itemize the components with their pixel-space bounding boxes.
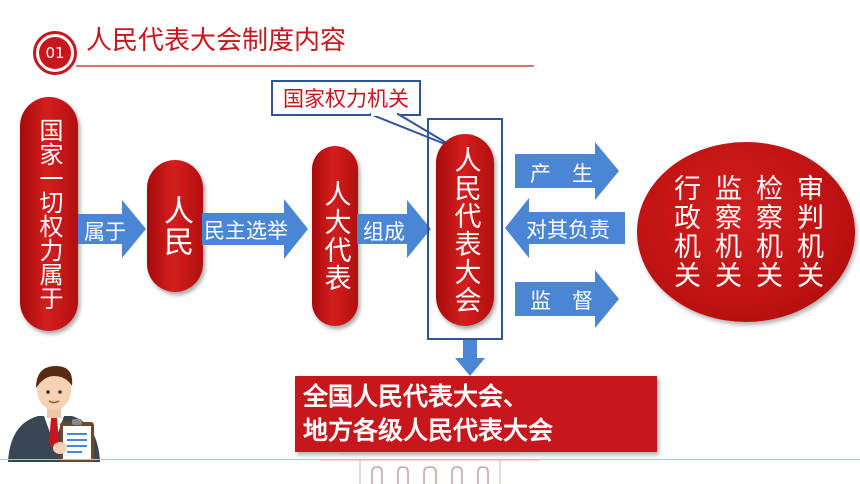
- node-congress: 人民代表大会: [436, 134, 494, 326]
- organ-procuratorial: 检察机关: [751, 174, 782, 290]
- title-underline: [76, 65, 534, 67]
- header: 01 人民代表大会制度内容: [0, 0, 860, 75]
- callout-label: 国家权力机关: [283, 87, 409, 111]
- building-decoration: [320, 453, 540, 484]
- organ-judicial: 审判机关: [792, 174, 823, 290]
- node-deputies: 人大代表: [312, 146, 358, 326]
- arrow-belongs-label: 属于: [84, 220, 126, 244]
- section-badge-inner: 01: [39, 37, 71, 69]
- presenter-illustration: [8, 366, 100, 462]
- page-title: 人民代表大会制度内容: [86, 26, 347, 56]
- result-line-1: 全国人民代表大会、: [303, 382, 529, 411]
- node-people-label: 人民: [158, 195, 193, 257]
- callout-box: 国家权力机关: [271, 80, 421, 116]
- organ-administrative: 行政机关: [669, 174, 700, 290]
- arrow-produce: [515, 142, 619, 200]
- arrow-responsible: [505, 198, 625, 258]
- organ-supervisory: 监察机关: [710, 174, 741, 290]
- arrow-form: [357, 200, 431, 258]
- result-line-2: 地方各级人民代表大会: [303, 416, 554, 445]
- arrow-elect: [202, 199, 308, 259]
- congress-frame: [427, 118, 503, 340]
- node-congress-label: 人民代表大会: [449, 146, 481, 314]
- arrow-responsible-label: 对其负责: [526, 218, 610, 242]
- arrow-belongs: [78, 200, 146, 258]
- arrow-down: [455, 340, 485, 376]
- organs-ellipse: 行政机关 监察机关 检察机关 审判机关: [637, 142, 855, 322]
- node-state-power: 国家一切权力属于: [20, 97, 78, 331]
- node-state-power-label: 国家一切权力属于: [35, 118, 63, 310]
- arrow-produce-label: 产 生: [530, 162, 593, 186]
- result-box: 全国人民代表大会、 地方各级人民代表大会: [295, 376, 657, 452]
- arrow-form-label: 组成: [363, 220, 405, 244]
- arrow-supervise: [515, 270, 619, 328]
- arrow-elect-label: 民主选举: [204, 219, 288, 243]
- section-number: 01: [45, 44, 65, 62]
- node-deputies-label: 人大代表: [319, 180, 351, 292]
- arrow-supervise-label: 监 督: [530, 289, 593, 313]
- node-people: 人民: [147, 160, 203, 292]
